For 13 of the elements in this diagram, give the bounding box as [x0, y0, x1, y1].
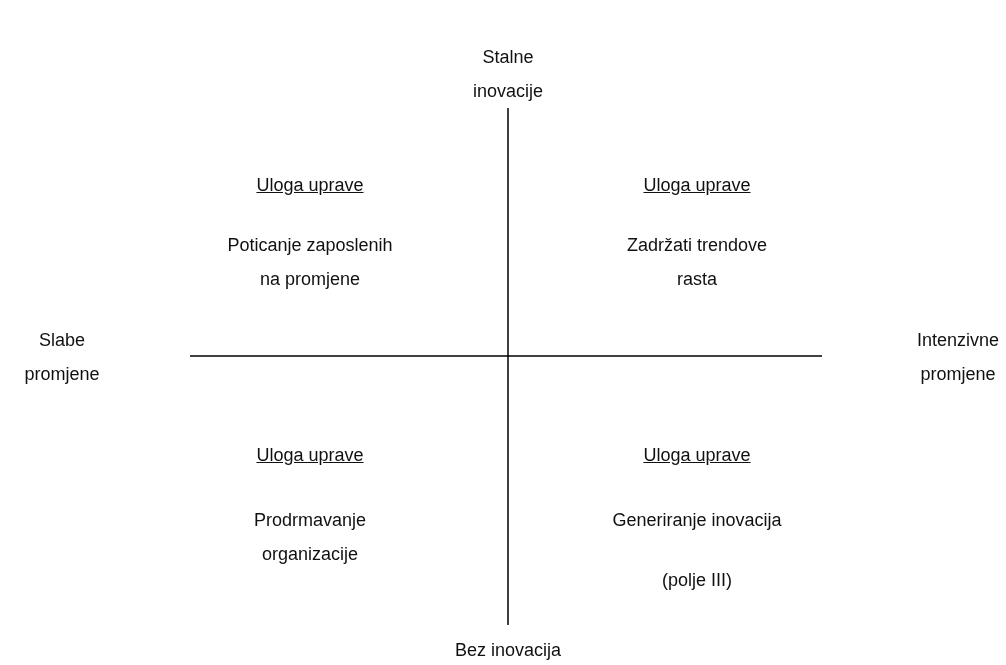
quadrant-text: Poticanje zaposlenih na promjene: [226, 234, 394, 292]
heading: Uloga uprave: [642, 444, 752, 467]
quadrant-text: Generiranje inovacija: [611, 509, 783, 532]
heading: Uloga uprave: [642, 174, 752, 197]
axis-label: Intenzivne promjene: [915, 329, 1001, 387]
quadrant-text: (polje III): [661, 569, 733, 592]
quadrant-text: Prodrmavanje organizacije: [252, 509, 368, 567]
heading: Uloga uprave: [255, 174, 365, 197]
heading: Uloga uprave: [255, 444, 365, 467]
axis-label: Stalne inovacije: [471, 46, 544, 104]
axis-label: Slabe promjene: [23, 329, 101, 387]
quadrant-text: Zadržati trendove rasta: [625, 234, 769, 292]
axis-label: Bez inovacija: [453, 639, 563, 662]
